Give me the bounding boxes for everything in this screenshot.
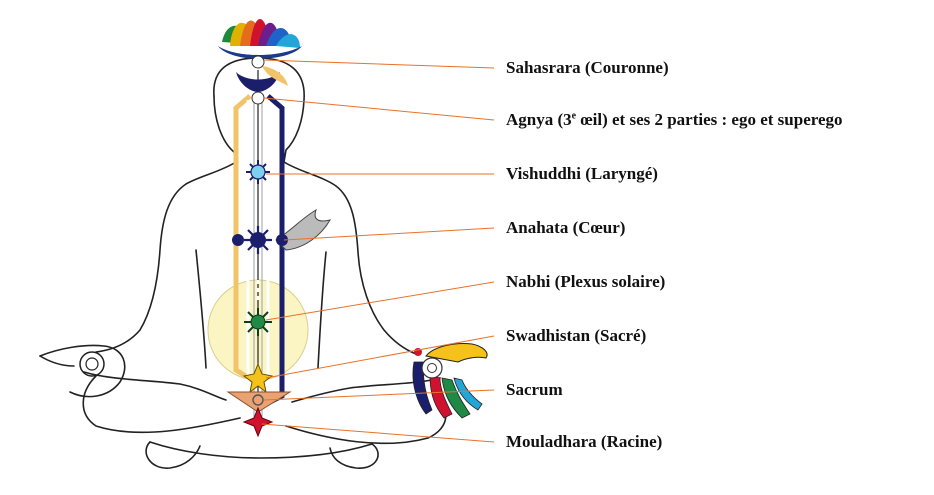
leader-line-agnya (263, 97, 495, 121)
left-heart-point-icon (232, 234, 244, 246)
label-sahasrara: Sahasrara (Couronne) (506, 58, 669, 77)
meditating-body-outline (39, 57, 447, 469)
sun-blue-icon (246, 160, 270, 184)
leader-line-sahasrara (263, 59, 495, 69)
label-vishuddhi: Vishuddhi (Laryngé) (506, 164, 658, 183)
eye-point-icon (236, 55, 288, 105)
leader-line-sacrum (263, 389, 495, 401)
right-heart-point-icon (276, 234, 288, 246)
label-sacrum: Sacrum (506, 380, 563, 399)
superscript-e: e (571, 110, 577, 122)
left-palm-circle-icon (79, 351, 105, 377)
leader-line-mouladhara (261, 423, 495, 443)
triangle-icon (226, 391, 292, 413)
label-anahata: Anahata (Cœur) (506, 218, 626, 237)
star-red-icon (242, 406, 274, 438)
leader-line-anahata (283, 227, 495, 241)
leader-lines (261, 59, 495, 443)
label-swadhistan: Swadhistan (Sacré) (506, 326, 647, 345)
leader-line-nabhi (265, 281, 495, 321)
leader-line-swadhistan (265, 335, 495, 379)
right-hand-icon (412, 343, 488, 419)
sun-navy-icon (244, 226, 272, 254)
lotus-icon (218, 19, 302, 59)
sun-green-icon (244, 308, 272, 336)
star-yellow-icon (242, 362, 274, 394)
label-mouladhara: Mouladhara (Racine) (506, 432, 663, 451)
label-nabhi: Nabhi (Plexus solaire) (506, 272, 666, 291)
label-agnya: Agnya (3e œil) et ses 2 parties : ego et… (506, 110, 843, 129)
